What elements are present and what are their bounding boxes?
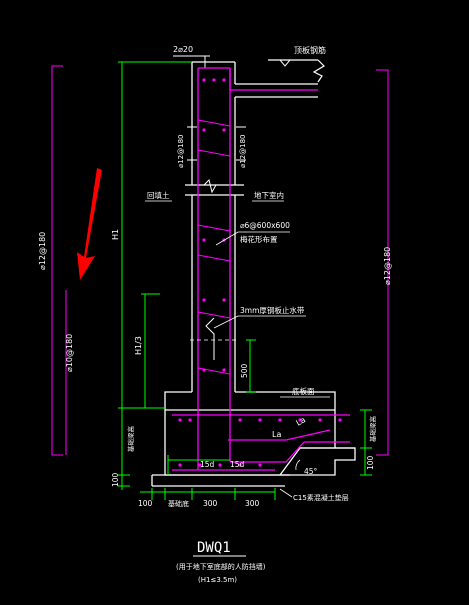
waterstop-label: 3mm厚钢板止水带 xyxy=(240,305,305,315)
angle-arc xyxy=(295,459,301,471)
top-spacing-marks xyxy=(187,126,246,161)
waterstop-leader xyxy=(213,315,239,329)
room-label: 地下室内 xyxy=(254,190,284,200)
angle-label: 45° xyxy=(304,467,318,476)
slab-label: 顶板钢筋 xyxy=(294,45,326,55)
tie-bar-label: ⌀6@600x600 xyxy=(240,221,290,230)
left-long-label: ⌀12@180 xyxy=(38,232,47,270)
outer-dimension-lines xyxy=(51,65,389,456)
bottom-dim-3: 300 xyxy=(245,499,260,508)
15d-label-2: 15d xyxy=(230,460,245,469)
floor-level-label: 底板面 xyxy=(292,386,315,396)
right-long-label: ⌀12@180 xyxy=(383,247,392,285)
earth-label: 回填土 xyxy=(147,190,170,200)
dimension-lines xyxy=(118,61,372,500)
wall-outline xyxy=(151,61,356,487)
top-slab xyxy=(235,59,325,98)
h1-3-label: H1/3 xyxy=(134,336,143,355)
left-long-label-2: ⌀10@180 xyxy=(65,334,74,372)
rebar xyxy=(172,67,350,471)
break-line-icon xyxy=(203,179,221,194)
dim-500-label: 500 xyxy=(240,363,249,378)
tie-leader xyxy=(215,231,290,246)
la-label-2: La xyxy=(295,415,308,428)
tie-bars xyxy=(197,119,231,375)
red-arrow-icon xyxy=(77,168,102,280)
bottom-dim-1: 基础底 xyxy=(168,499,189,508)
right-notch-label: 基础梁高 xyxy=(368,416,377,443)
tie-note-label: 梅花形布置 xyxy=(240,234,278,244)
title-sub1: (用于地下室底部的人防挡墙) xyxy=(176,562,266,571)
title-sub2: (H1≤3.5m) xyxy=(198,576,237,584)
right-rebar-spacing-label: ⌀12@180 xyxy=(239,135,247,168)
rebar-dots xyxy=(178,78,342,467)
left-notch-label: 基础梁高 xyxy=(126,426,135,453)
left-rebar-spacing-label: ⌀12@180 xyxy=(177,135,185,168)
level-marker-icon xyxy=(278,59,292,67)
bottom-dim-0: 100 xyxy=(138,499,153,508)
15d-label-1: 15d xyxy=(200,460,215,469)
top-bars-label: 2⌀20 xyxy=(173,45,193,54)
waterstop-icon xyxy=(205,317,215,360)
title-code: DWQ1 xyxy=(197,540,231,556)
concrete-leader xyxy=(279,488,293,498)
dim-100-right: 100 xyxy=(366,455,375,470)
bottom-dim-2: 300 xyxy=(203,499,218,508)
dim-100-left: 100 xyxy=(111,472,120,487)
la-label-1: La xyxy=(272,430,281,439)
h1-label: H1 xyxy=(111,229,120,240)
concrete-label: C15素混凝土垫层 xyxy=(293,493,349,502)
